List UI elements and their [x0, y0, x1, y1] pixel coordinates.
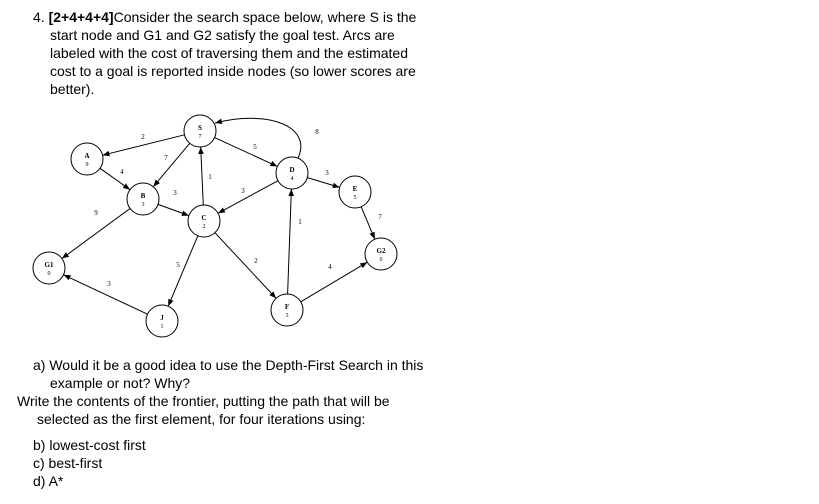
node-g2: G20 [364, 237, 398, 271]
edge-e-g2 [360, 206, 376, 240]
part-d: d) A* [33, 473, 64, 489]
edge-a-b [99, 167, 131, 191]
node-label: D [289, 166, 294, 174]
question-line-5: better). [50, 81, 95, 97]
edge-cost-c-s: 1 [208, 173, 212, 181]
question-line-1: Consider the search space below, where S… [113, 9, 417, 25]
edge-cost-f-g2: 4 [328, 263, 332, 271]
edge-cost-e-g2: 7 [378, 213, 382, 221]
node-label: G1 [45, 261, 54, 269]
edge-c-j [167, 235, 199, 307]
edge-s-d [214, 137, 278, 167]
edge-c-s [198, 146, 204, 206]
node-circle [126, 182, 160, 216]
edge-cost-a-b: 4 [120, 168, 124, 176]
edge-cost-s-b: 7 [164, 154, 168, 162]
question-first-line: 4. [2+4+4+4]Consider the search space be… [33, 8, 416, 26]
part-c: c) best-first [33, 455, 103, 471]
node-label: F [285, 303, 289, 311]
edge-f-d [287, 188, 294, 295]
question-line-3: labeled with the cost of traversing them… [50, 45, 408, 61]
edge-s-a [102, 134, 185, 157]
node-circle [70, 142, 104, 176]
node-heuristic: 2 [203, 224, 206, 230]
edge-d-e [307, 177, 340, 189]
node-heuristic: 0 [48, 271, 51, 277]
node-label: J [160, 314, 164, 322]
edge-f-g2 [300, 261, 368, 303]
part-b: b) lowest-cost first [33, 437, 146, 453]
edge-j-g1 [63, 274, 148, 315]
node-e: E5 [338, 175, 372, 209]
node-label: E [353, 185, 358, 193]
edge-b-g1 [61, 208, 131, 259]
question-number: 4. [33, 9, 45, 25]
node-circle [183, 114, 217, 148]
edge-b-c [157, 203, 190, 217]
node-circle [364, 237, 398, 271]
node-c: C2 [187, 204, 221, 238]
instruction-line-2: selected as the first element, for four … [37, 411, 366, 427]
edge-cost-b-c: 3 [173, 189, 177, 197]
edge-d-c [217, 180, 279, 214]
node-circle [32, 251, 66, 285]
node-label: C [201, 214, 206, 222]
edge-cost-c-j: 5 [176, 261, 180, 269]
edge-cost-b-g1: 9 [94, 209, 98, 217]
edge-cost-d-s: 8 [315, 128, 319, 136]
edge-cost-d-c: 3 [241, 187, 245, 195]
node-heuristic: 0 [380, 257, 383, 263]
node-label: G2 [377, 247, 386, 255]
node-s: S7 [183, 114, 217, 148]
node-label: B [141, 192, 146, 200]
node-g1: G10 [32, 251, 66, 285]
node-f: F3 [270, 293, 304, 327]
edge-s-b [152, 142, 191, 188]
edge-cost-d-e: 3 [325, 169, 329, 177]
node-heuristic: 4 [291, 176, 294, 182]
node-a: A9 [70, 142, 104, 176]
node-j: J1 [145, 304, 179, 338]
node-heuristic: 3 [286, 313, 289, 319]
instruction-line-1: Write the contents of the frontier, putt… [17, 393, 390, 409]
edge-cost-s-a: 2 [141, 133, 145, 141]
question-marks: [2+4+4+4] [48, 9, 114, 25]
node-heuristic: 7 [199, 134, 202, 140]
edge-cost-j-g1: 3 [107, 280, 111, 288]
node-label: A [84, 152, 89, 160]
node-circle [275, 156, 309, 190]
node-heuristic: 1 [161, 324, 164, 330]
question-line-2: start node and G1 and G2 satisfy the goa… [50, 27, 395, 43]
node-b: B3 [126, 182, 160, 216]
edge-c-f [214, 232, 277, 299]
node-d: D4 [275, 156, 309, 190]
node-circle [187, 204, 221, 238]
edge-d-s [214, 117, 302, 159]
edge-cost-c-f: 2 [254, 257, 258, 265]
node-heuristic: 3 [142, 202, 145, 208]
edge-cost-s-d: 5 [253, 143, 257, 151]
node-label: S [198, 124, 202, 132]
part-a-line-1: a) Would it be a good idea to use the De… [33, 357, 424, 373]
node-heuristic: 9 [86, 162, 89, 168]
node-heuristic: 5 [354, 195, 357, 201]
node-circle [145, 304, 179, 338]
question-line-4: cost to a goal is reported inside nodes … [50, 63, 416, 79]
edge-cost-f-d: 1 [298, 218, 302, 226]
node-circle [270, 293, 304, 327]
part-a-line-2: example or not? Why? [50, 375, 191, 391]
node-circle [338, 175, 372, 209]
